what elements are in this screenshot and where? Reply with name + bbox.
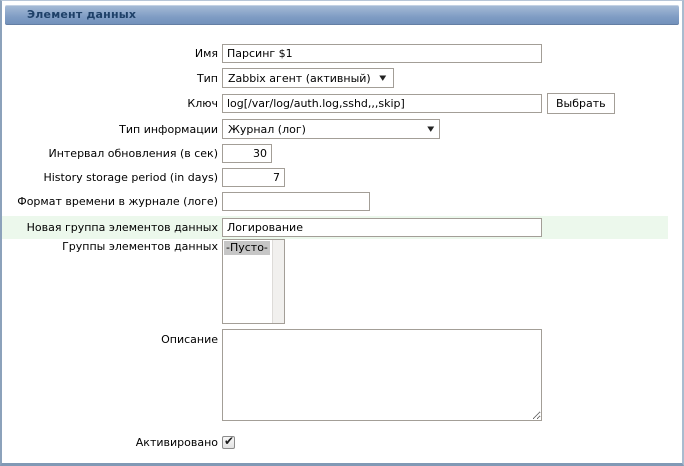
form-row-log-time-format: Формат времени в журнале (логе) [2,192,668,211]
info-type-select-value: Журнал (лог) [228,122,306,136]
select-key-button[interactable]: Выбрать [547,93,615,114]
description-textarea[interactable] [222,329,542,421]
history-period-input[interactable] [222,168,285,187]
form-row-enabled: Активировано [2,433,668,451]
new-group-label: Новая группа элементов данных [26,221,218,234]
window-titlebar: Элемент данных [5,5,679,25]
name-label: Имя [194,47,218,60]
enabled-label: Активировано [135,435,218,449]
log-time-format-input[interactable] [222,192,370,211]
chevron-down-icon: ▼ [378,74,386,82]
history-period-label: History storage period (in days) [43,171,218,184]
form-row-key: Ключ Выбрать [2,93,668,114]
form-row-type: Тип Zabbix агент (активный) ▼ [2,68,668,88]
chevron-down-icon: ▼ [426,125,434,133]
description-label: Описание [161,333,218,346]
data-item-form: Имя Тип Zabbix агент (активный) ▼ Ключ В… [2,25,682,451]
update-interval-label: Интервал обновления (в сек) [48,147,218,160]
log-time-format-label: Формат времени в журнале (логе) [17,195,218,208]
form-row-info-type: Тип информации Журнал (лог) ▼ [2,119,668,139]
type-label: Тип [196,71,218,85]
type-select[interactable]: Zabbix агент (активный) ▼ [222,68,394,88]
key-input[interactable] [222,94,542,113]
listbox-scrollbar[interactable] [272,240,284,323]
info-type-select[interactable]: Журнал (лог) ▼ [222,119,440,139]
name-input[interactable] [222,44,542,63]
form-row-description: Описание [2,329,668,421]
type-select-value: Zabbix агент (активный) [228,71,371,85]
form-row-history-period: History storage period (in days) [2,168,668,187]
groups-label: Группы элементов данных [62,240,218,253]
info-type-label: Тип информации [119,122,218,136]
form-row-name: Имя [2,44,668,63]
enabled-checkbox[interactable] [222,434,235,449]
form-row-update-interval: Интервал обновления (в сек) [2,144,668,163]
form-row-groups: Группы элементов данных -Пусто- [2,239,668,324]
groups-listbox[interactable]: -Пусто- [222,239,285,324]
new-group-input[interactable] [222,218,542,237]
listbox-option-selected[interactable]: -Пусто- [224,241,270,255]
page-title: Элемент данных [27,8,137,21]
update-interval-input[interactable] [222,144,272,163]
form-row-new-group: Новая группа элементов данных [2,216,668,239]
key-label: Ключ [187,97,218,110]
